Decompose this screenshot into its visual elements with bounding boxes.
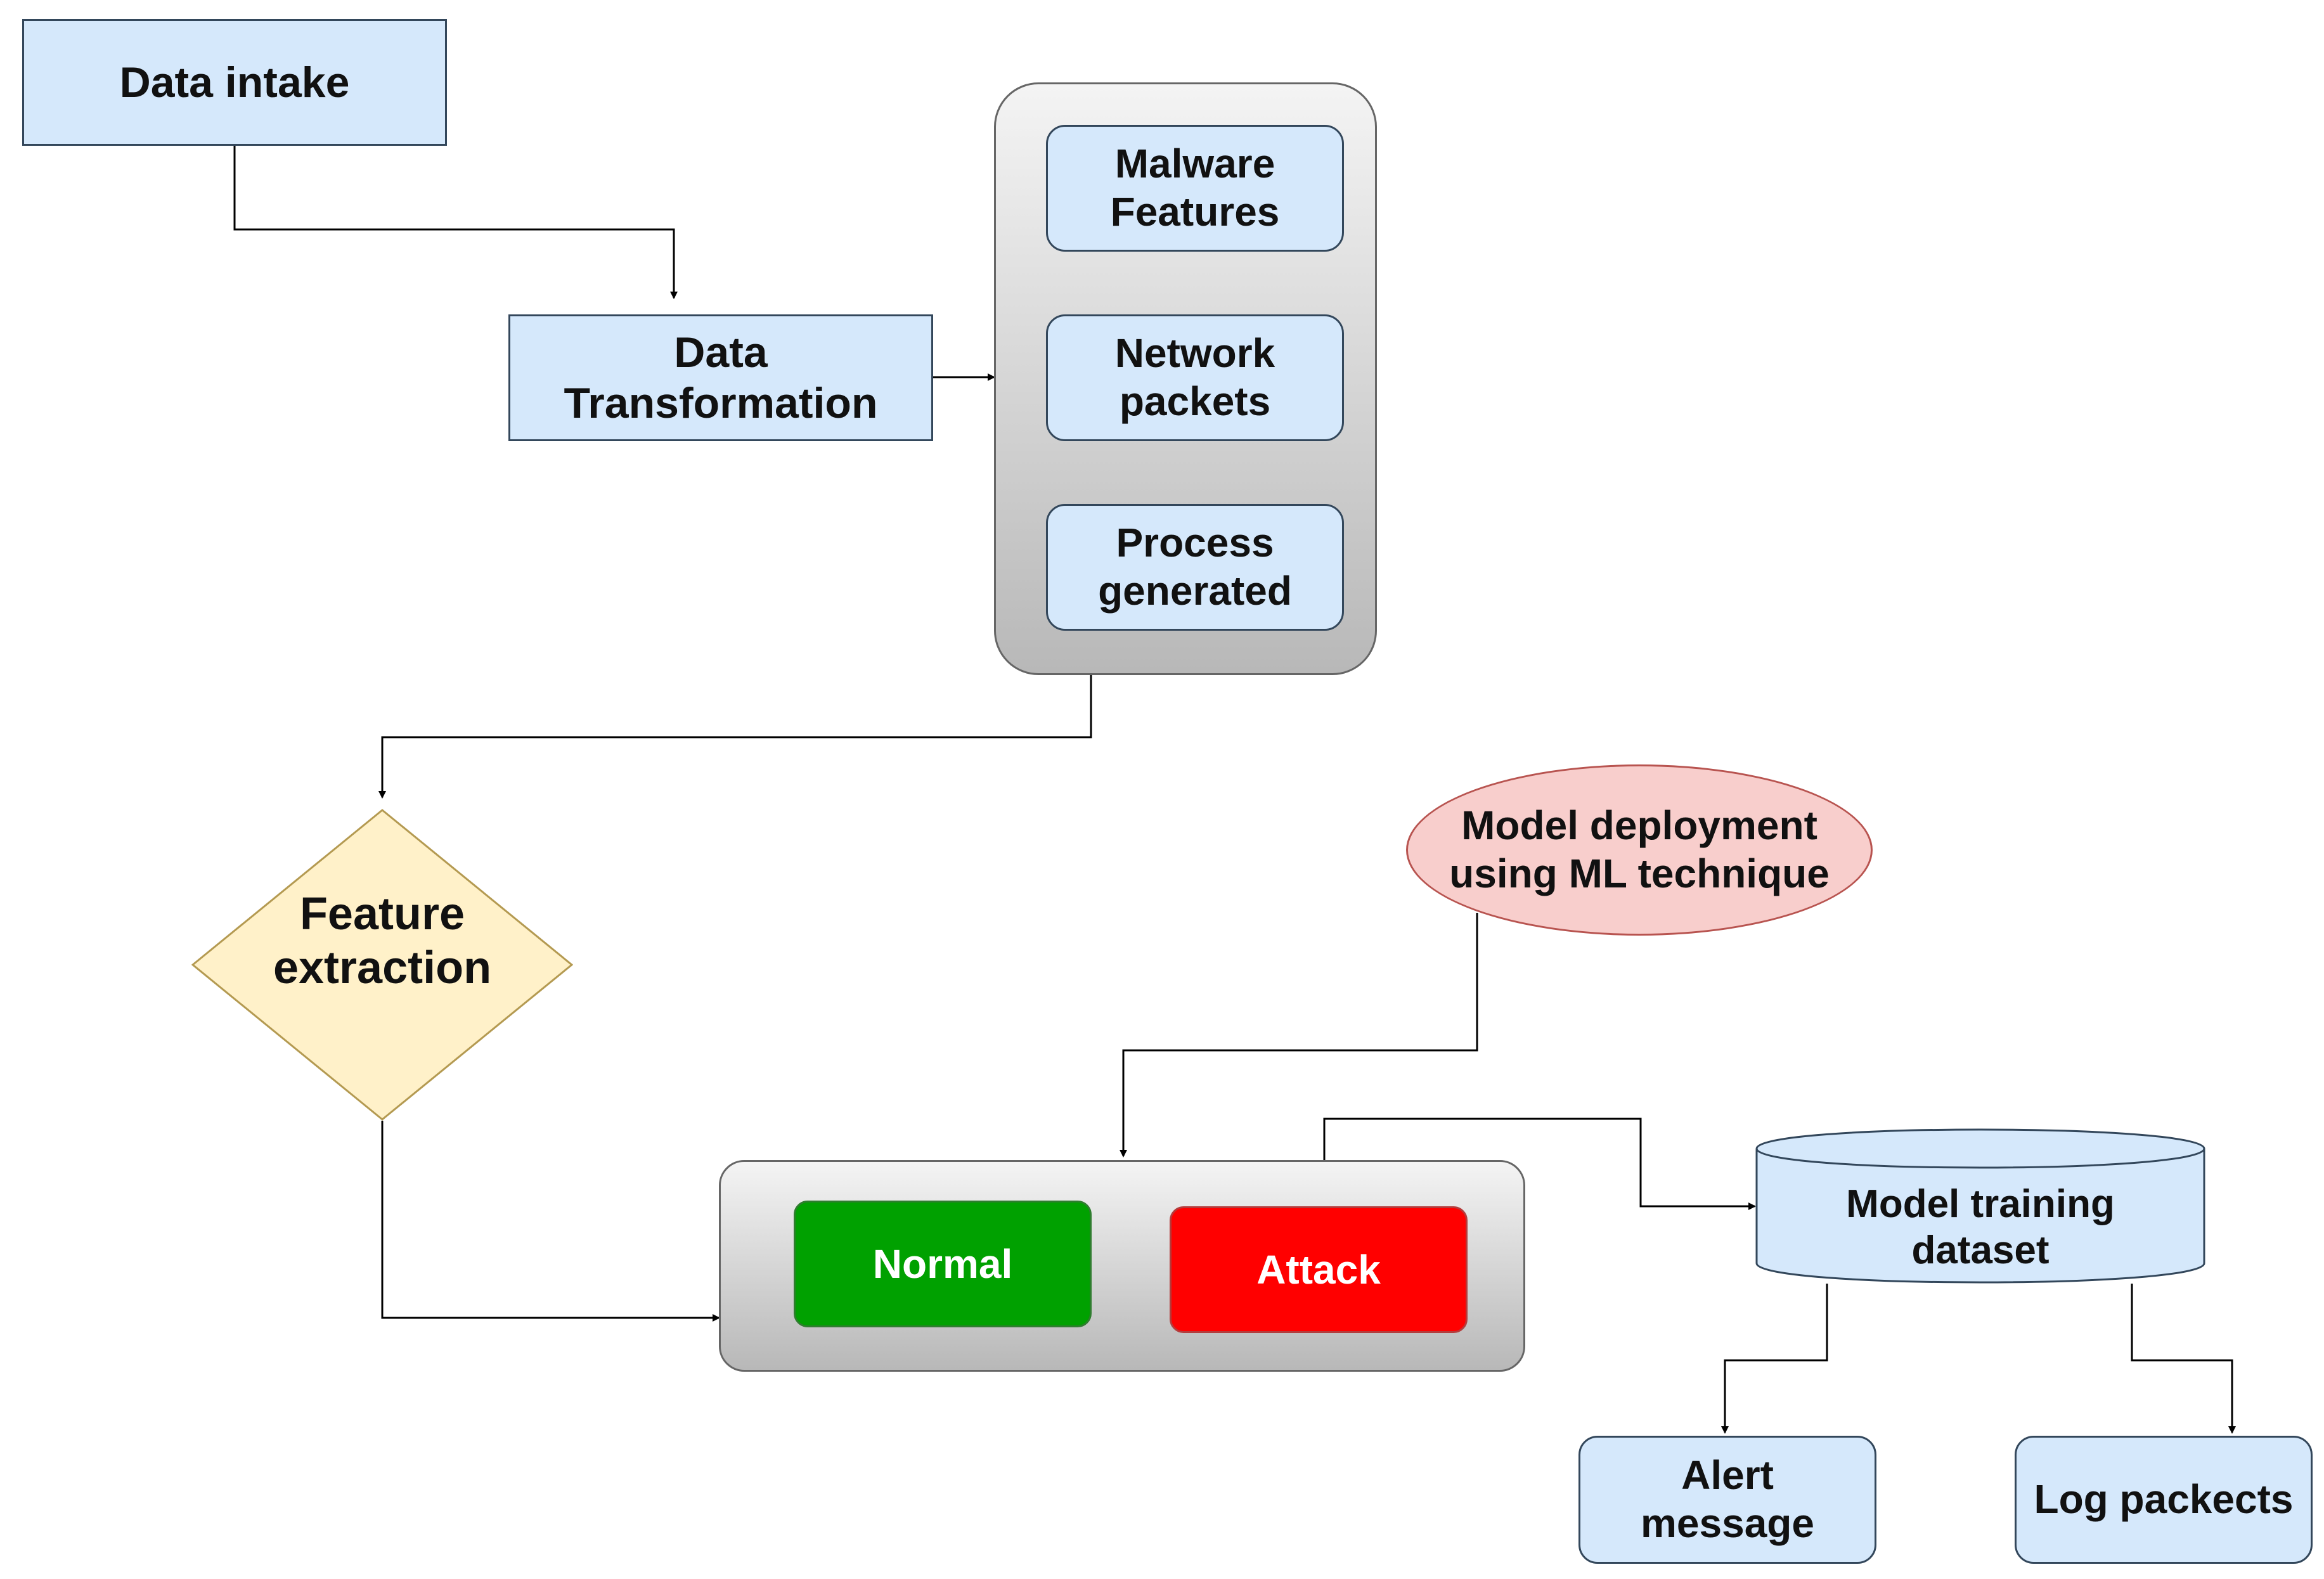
malware-features-box: Malware Features <box>1046 125 1344 252</box>
model-training-dataset-label: Model training dataset <box>1846 1182 2115 1272</box>
normal-status-box: Normal <box>794 1201 1092 1327</box>
network-packets-box: Network packets <box>1046 314 1344 441</box>
model-deployment-ellipse: Model deployment using ML technique <box>1406 764 1873 936</box>
edge-source-group-to-feature-extraction <box>378 675 1092 799</box>
edge-model-training-dataset-to-alert-message <box>1721 1284 1828 1434</box>
data-intake-box: Data intake <box>22 19 447 146</box>
process-generated-box: Process generated <box>1046 504 1344 631</box>
attack-status-box: Attack <box>1170 1206 1468 1333</box>
data-transformation-box: Data Transformation <box>508 314 933 441</box>
edge-model-deployment-to-classification-group <box>1120 913 1478 1157</box>
log-packets-box: Log packects <box>2015 1436 2313 1564</box>
edge-feature-extraction-to-classification-group <box>381 1121 720 1322</box>
feature-extraction-diamond <box>191 809 573 1121</box>
model-training-dataset-cylinder <box>1755 1128 2205 1284</box>
edge-model-training-dataset-to-log-packets <box>2131 1284 2236 1434</box>
alert-message-box: Alert message <box>1578 1436 1876 1564</box>
feature-extraction-label: Feature extraction <box>273 889 492 993</box>
edge-data-intake-to-data-transformation <box>233 146 678 299</box>
